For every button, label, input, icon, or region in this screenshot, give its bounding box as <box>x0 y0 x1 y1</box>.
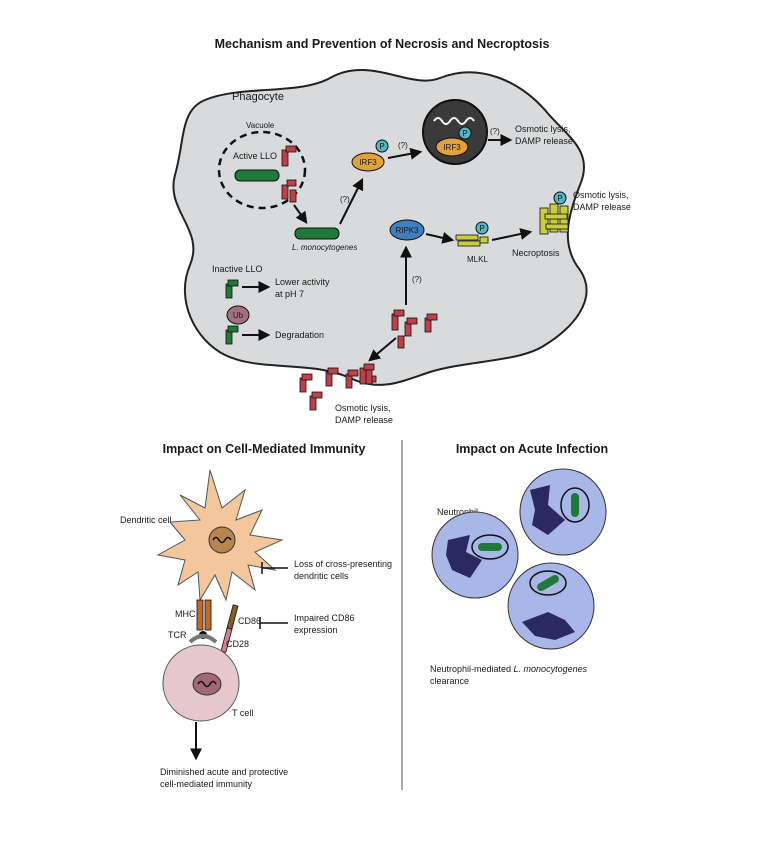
listeria-bacterium <box>294 227 340 240</box>
impaired-cd86-label-1: Impaired CD86 <box>294 613 355 623</box>
phagocyte-label: Phagocyte <box>232 91 284 103</box>
irf3-protein <box>351 152 385 172</box>
mlkl-label: MLKL <box>467 255 488 264</box>
question-mark-3: (?) <box>490 127 500 136</box>
clearance-prefix: Neutrophil-mediated <box>430 664 514 674</box>
cell-immunity-heading: Impact on Cell-Mediated Immunity <box>163 442 366 456</box>
phospho-icon <box>375 139 389 153</box>
vacuole <box>217 130 307 210</box>
damp-release-label-2: DAMP release <box>573 202 631 212</box>
lower-activity-label-1: Lower activity <box>275 277 330 287</box>
osmotic-lysis-label-1: Osmotic lysis, <box>515 124 571 134</box>
loss-dc-label-1: Loss of cross-presenting <box>294 559 392 569</box>
degradation-label: Degradation <box>275 330 324 340</box>
bacterium-in-vacuole <box>234 169 280 182</box>
mhc-molecule <box>196 599 212 631</box>
mlkl-protein <box>455 234 489 247</box>
loss-dc-label-2: dendritic cells <box>294 571 349 581</box>
tcr-label: TCR <box>168 630 187 640</box>
irf3-in-nucleus <box>435 137 469 157</box>
clearance-label-2: clearance <box>430 676 469 686</box>
osmotic-lysis-label-2: Osmotic lysis, <box>573 190 629 200</box>
llo-pore-icon <box>281 145 297 203</box>
impaired-cd86-label-2: expression <box>294 625 338 635</box>
llo-membrane-pore-icon <box>359 363 377 385</box>
cd86-molecule <box>226 604 239 631</box>
lower-activity-label-2: at pH 7 <box>275 289 304 299</box>
question-mark-4: (?) <box>412 275 422 284</box>
dc-nucleus <box>208 526 236 554</box>
damp-release-label-3: DAMP release <box>335 415 393 425</box>
mhc-label: MHC <box>175 609 196 619</box>
cd86-label: CD86 <box>238 616 261 626</box>
figure-title: Mechanism and Prevention of Necrosis and… <box>215 37 550 51</box>
ripk3-protein <box>389 219 425 241</box>
mlkl-pore-icon <box>539 203 569 235</box>
phospho-icon <box>553 191 567 205</box>
neutrophil-3 <box>507 562 595 650</box>
question-mark-1: (?) <box>340 195 350 204</box>
irf3-nucleus-label: IRF3 <box>443 143 461 152</box>
listeria-label: L. monocytogenes <box>292 243 357 252</box>
neutrophil-1 <box>431 511 519 599</box>
ripk3-label: RIPK3 <box>395 226 419 235</box>
llo-monomers-icon <box>391 309 438 349</box>
phospho-icon <box>475 221 489 235</box>
question-mark-2: (?) <box>398 141 408 150</box>
cd28-label: CD28 <box>226 639 249 649</box>
phospho-label: P <box>479 224 484 233</box>
diminished-label-1: Diminished acute and protective <box>160 767 288 777</box>
neutrophil-label: Neutrophil <box>437 507 478 517</box>
ubiquitin-label: Ub <box>233 311 244 320</box>
t-cell-label: T cell <box>232 708 253 718</box>
dendritic-cell-label: Dendritic cell <box>120 515 172 525</box>
necroptosis-label: Necroptosis <box>512 248 560 258</box>
acute-infection-heading: Impact on Acute Infection <box>456 442 608 456</box>
inactive-llo-label: Inactive LLO <box>212 264 263 274</box>
irf3-label: IRF3 <box>359 158 377 167</box>
phospho-label: P <box>379 142 384 151</box>
ubiquitin-icon <box>226 305 250 325</box>
phospho-icon <box>458 126 472 140</box>
clearance-label-1: Neutrophil-mediated L. monocytogenes <box>430 664 588 674</box>
clearance-italic: L. monocytogenes <box>514 664 588 674</box>
osmotic-lysis-label-3: Osmotic lysis, <box>335 403 391 413</box>
inactive-llo-icon <box>225 279 239 299</box>
phospho-label: P <box>557 194 562 203</box>
phospho-label: P <box>462 129 467 138</box>
llo-extracellular-icon <box>299 367 359 411</box>
t-cell-nucleus <box>192 672 222 696</box>
dna-icon <box>433 117 475 125</box>
tcr-molecule <box>188 634 218 644</box>
diminished-label-2: cell-mediated immunity <box>160 779 253 789</box>
active-llo-label: Active LLO <box>233 151 277 161</box>
phagocyte-cell <box>172 68 588 386</box>
damp-release-label-1: DAMP release <box>515 136 573 146</box>
neutrophil-2 <box>519 468 607 556</box>
inactive-llo-ub-icon <box>225 325 239 345</box>
vacuole-label: Vacuole <box>246 121 275 130</box>
